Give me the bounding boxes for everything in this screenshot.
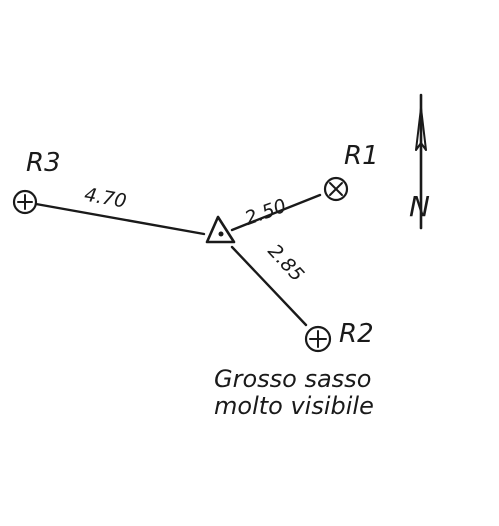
r1-label: R1 [344, 141, 379, 171]
r1-circle-x-icon [323, 176, 349, 202]
triangle-dot-icon [205, 215, 236, 244]
distance-r3-label: 4.70 [83, 184, 128, 213]
r2-label: R2 [339, 319, 374, 349]
r3-circle-plus-icon [12, 189, 38, 215]
distance-r2-label: 2.85 [263, 240, 308, 286]
line-station-r2 [230, 245, 308, 327]
r2-circle-plus-icon [304, 325, 332, 353]
line-station-r1 [230, 193, 322, 232]
distance-r1-label: 2.50 [242, 195, 289, 230]
north-label: N [409, 190, 430, 223]
north-arrow-icon [415, 93, 427, 230]
note-line-2: molto visibile [214, 392, 374, 420]
r3-label: R3 [26, 148, 61, 178]
note-line-1: Grosso sasso [214, 365, 371, 393]
line-station-r3 [34, 202, 206, 236]
